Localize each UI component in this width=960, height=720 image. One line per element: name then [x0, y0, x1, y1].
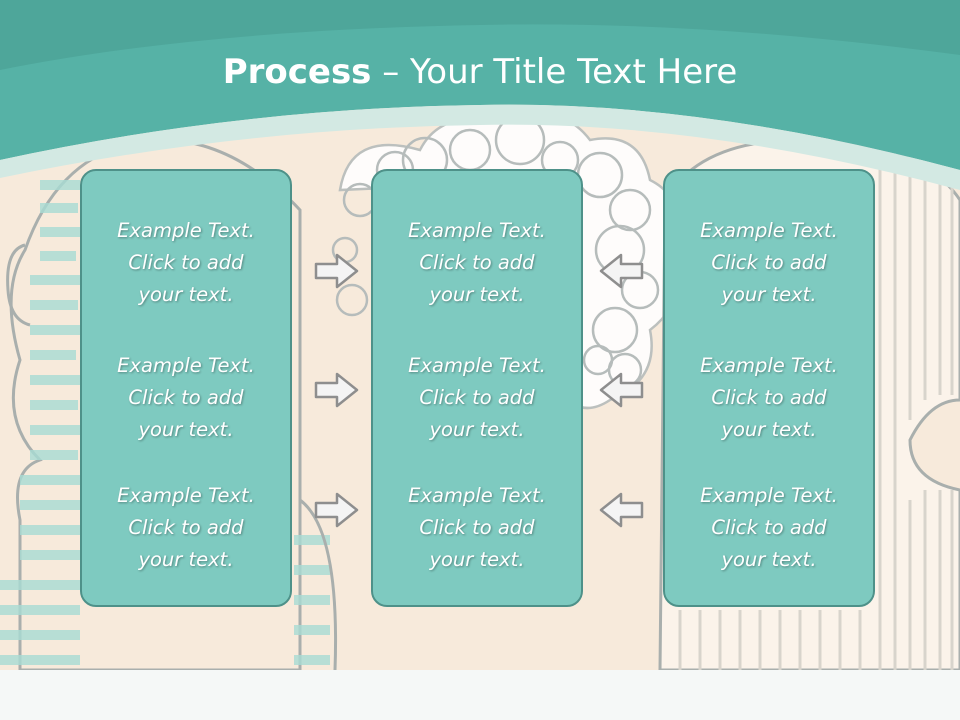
- process-box-left[interactable]: Example Text. Click to add your text. Ex…: [80, 169, 292, 607]
- text-line: Example Text.: [117, 219, 255, 242]
- arrow-left-icon[interactable]: [597, 370, 645, 410]
- text-line: your text.: [138, 548, 234, 571]
- text-line: Click to add: [419, 516, 535, 539]
- text-block[interactable]: Example Text. Click to add your text.: [665, 350, 873, 446]
- arrow-left-icon[interactable]: [597, 251, 645, 291]
- arrow-right-icon[interactable]: [313, 490, 361, 530]
- text-line: your text.: [429, 548, 525, 571]
- arrow-right-icon[interactable]: [313, 370, 361, 410]
- text-line: your text.: [138, 283, 234, 306]
- header-band: [0, 0, 960, 190]
- arrow-left-icon[interactable]: [597, 490, 645, 530]
- text-line: Click to add: [128, 251, 244, 274]
- text-line: Example Text.: [117, 484, 255, 507]
- text-line: Click to add: [419, 251, 535, 274]
- text-line: your text.: [721, 418, 817, 441]
- text-line: Click to add: [711, 516, 827, 539]
- text-line: Click to add: [711, 386, 827, 409]
- text-line: Example Text.: [117, 354, 255, 377]
- text-line: Example Text.: [700, 219, 838, 242]
- text-line: your text.: [721, 548, 817, 571]
- text-block[interactable]: Example Text. Click to add your text.: [373, 215, 581, 311]
- arrow-right-icon[interactable]: [313, 251, 361, 291]
- process-box-right[interactable]: Example Text. Click to add your text. Ex…: [663, 169, 875, 607]
- text-block[interactable]: Example Text. Click to add your text.: [373, 350, 581, 446]
- text-block[interactable]: Example Text. Click to add your text.: [82, 215, 290, 311]
- text-block[interactable]: Example Text. Click to add your text.: [82, 350, 290, 446]
- process-box-center[interactable]: Example Text. Click to add your text. Ex…: [371, 169, 583, 607]
- text-line: Click to add: [711, 251, 827, 274]
- text-block[interactable]: Example Text. Click to add your text.: [82, 480, 290, 576]
- text-line: your text.: [138, 418, 234, 441]
- text-block[interactable]: Example Text. Click to add your text.: [373, 480, 581, 576]
- text-line: your text.: [721, 283, 817, 306]
- title-bold: Process: [222, 52, 372, 92]
- text-line: Example Text.: [700, 354, 838, 377]
- text-line: your text.: [429, 418, 525, 441]
- text-line: Example Text.: [700, 484, 838, 507]
- text-line: your text.: [429, 283, 525, 306]
- text-line: Example Text.: [408, 354, 546, 377]
- text-line: Example Text.: [408, 219, 546, 242]
- text-line: Click to add: [128, 386, 244, 409]
- text-block[interactable]: Example Text. Click to add your text.: [665, 215, 873, 311]
- title-rest: – Your Title Text Here: [371, 52, 738, 92]
- text-line: Click to add: [128, 516, 244, 539]
- text-line: Click to add: [419, 386, 535, 409]
- footer-strip: [0, 670, 960, 720]
- text-line: Example Text.: [408, 484, 546, 507]
- text-block[interactable]: Example Text. Click to add your text.: [665, 480, 873, 576]
- slide-title[interactable]: Process – Your Title Text Here: [0, 52, 960, 92]
